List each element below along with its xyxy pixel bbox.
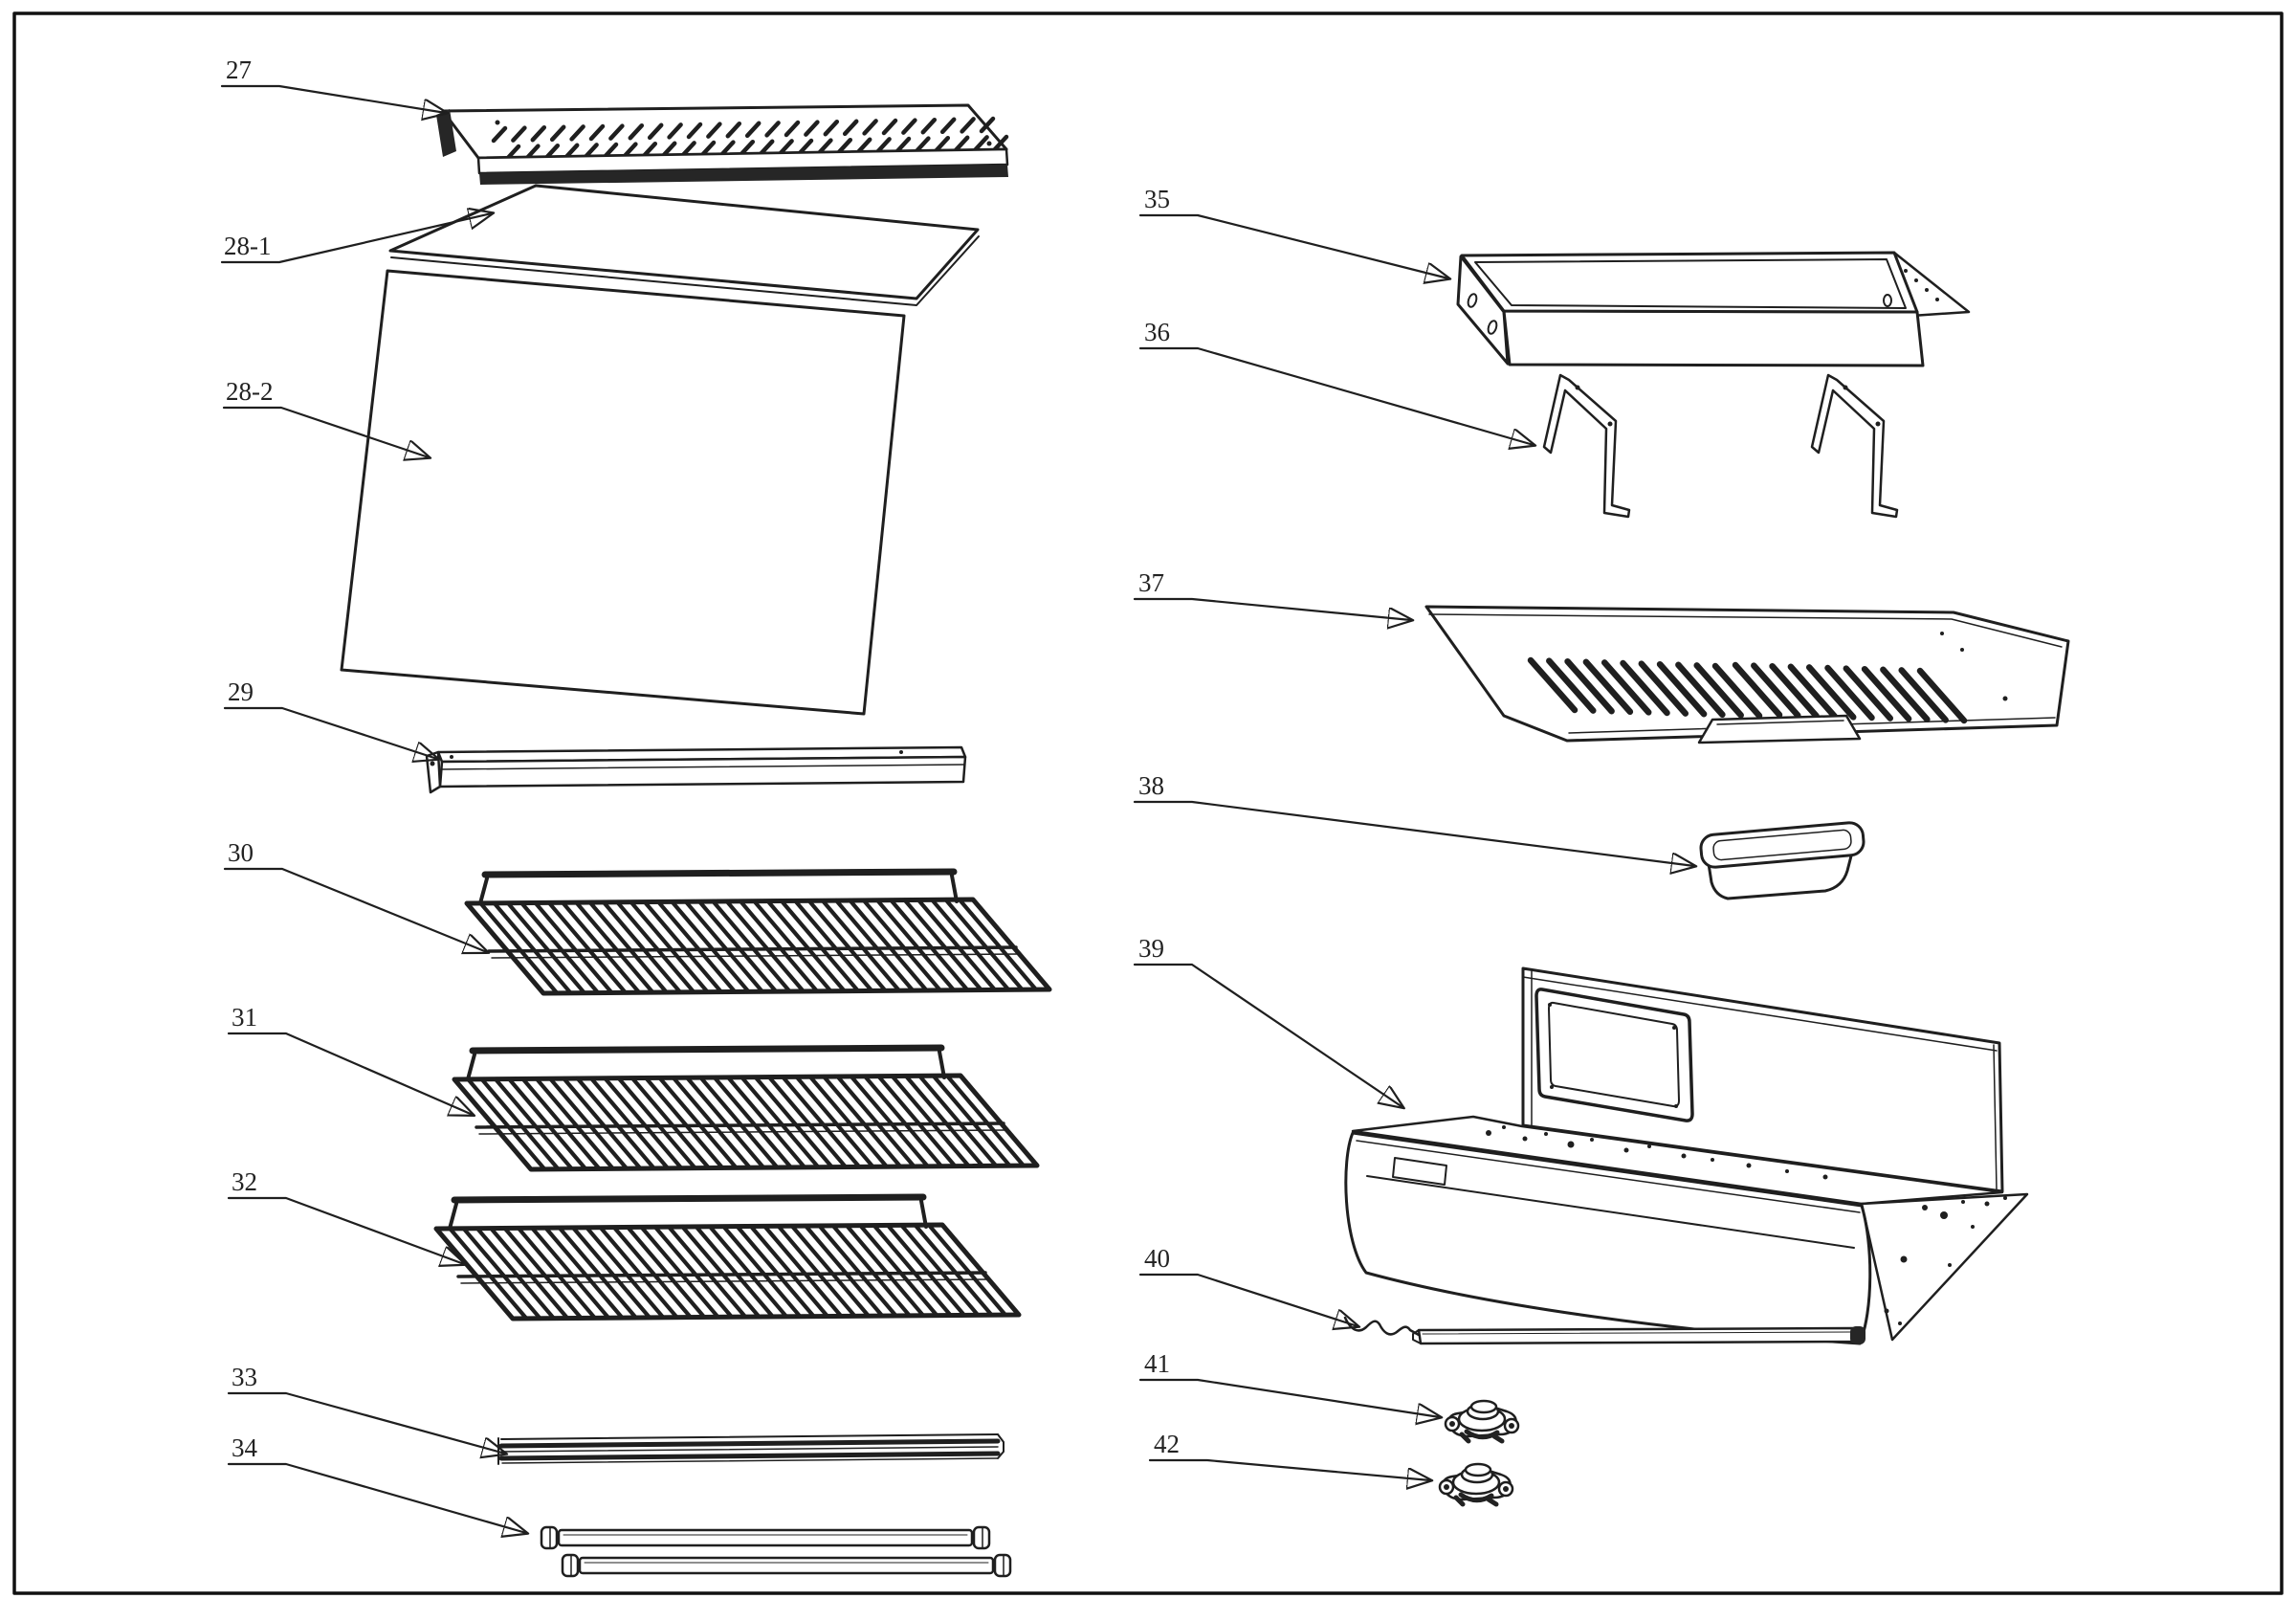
- callout-leader-39: [1133, 963, 1402, 1107]
- part-35-drip-tray: [1456, 251, 1971, 367]
- page-border: [12, 11, 2284, 1595]
- callout-labels: 27 28-1 28-2 29 30 31 32 33 34 35 36 37 …: [224, 56, 1180, 1462]
- callout-leaders: [220, 84, 1694, 1533]
- callout-leader-34: [227, 1462, 526, 1533]
- callout-leader-30: [223, 867, 487, 952]
- callout-leader-27: [220, 84, 446, 113]
- callout-leader-41: [1138, 1378, 1440, 1417]
- callout-leader-31: [227, 1032, 473, 1115]
- part-41-thermostat: [1446, 1401, 1518, 1441]
- callout-label-27: 27: [226, 56, 252, 84]
- callout-leader-33: [227, 1391, 505, 1454]
- callout-label-33: 33: [232, 1363, 257, 1391]
- part-29-support-rail: [425, 745, 967, 794]
- callout-label-40: 40: [1144, 1244, 1170, 1273]
- callout-label-42: 42: [1154, 1430, 1180, 1458]
- part-27-louvered-grille: [436, 103, 1009, 185]
- callout-leader-35: [1138, 213, 1448, 278]
- part-28-2-glass-panel: [340, 269, 906, 716]
- part-34-lamp-tubes: [540, 1525, 1012, 1578]
- callout-leader-32: [227, 1196, 464, 1264]
- callout-label-31: 31: [232, 1003, 257, 1032]
- callout-label-41: 41: [1144, 1349, 1170, 1378]
- display-window: [1534, 988, 1694, 1122]
- callout-label-30: 30: [228, 838, 254, 867]
- callout-leader-42: [1148, 1458, 1430, 1480]
- callout-label-29: 29: [228, 677, 254, 706]
- callout-label-28-1: 28-1: [224, 232, 272, 260]
- callout-label-32: 32: [232, 1167, 257, 1196]
- part-38-drain-cup: [1699, 821, 1866, 900]
- callout-leader-29: [223, 706, 437, 759]
- part-42-thermostat: [1440, 1464, 1512, 1504]
- part-32-wire-shelf: [436, 1197, 1019, 1319]
- callout-label-28-2: 28-2: [226, 377, 274, 406]
- part-37-louvered-panel: [1424, 605, 2070, 744]
- part-40-heater-tube: [1343, 1316, 1866, 1345]
- callout-label-38: 38: [1138, 771, 1164, 800]
- callout-label-35: 35: [1144, 185, 1170, 213]
- part-28-1-flat-panel: [388, 184, 980, 306]
- callout-leader-28-1: [220, 213, 492, 264]
- callout-label-39: 39: [1138, 934, 1164, 963]
- part-39-control-housing: [1344, 966, 2029, 1345]
- callout-label-34: 34: [232, 1433, 258, 1462]
- callout-leader-36: [1138, 346, 1534, 445]
- callout-leader-28-2: [222, 406, 429, 457]
- part-36-mounting-brackets: [1542, 373, 1899, 519]
- part-30-wire-shelf: [467, 872, 1049, 993]
- callout-leader-38: [1133, 800, 1694, 866]
- callout-label-36: 36: [1144, 318, 1170, 346]
- callout-leader-40: [1138, 1273, 1358, 1326]
- callout-label-37: 37: [1138, 568, 1164, 597]
- callout-leader-37: [1133, 597, 1411, 620]
- part-31-wire-shelf: [454, 1048, 1037, 1169]
- part-33-trim-rail: [497, 1433, 1004, 1465]
